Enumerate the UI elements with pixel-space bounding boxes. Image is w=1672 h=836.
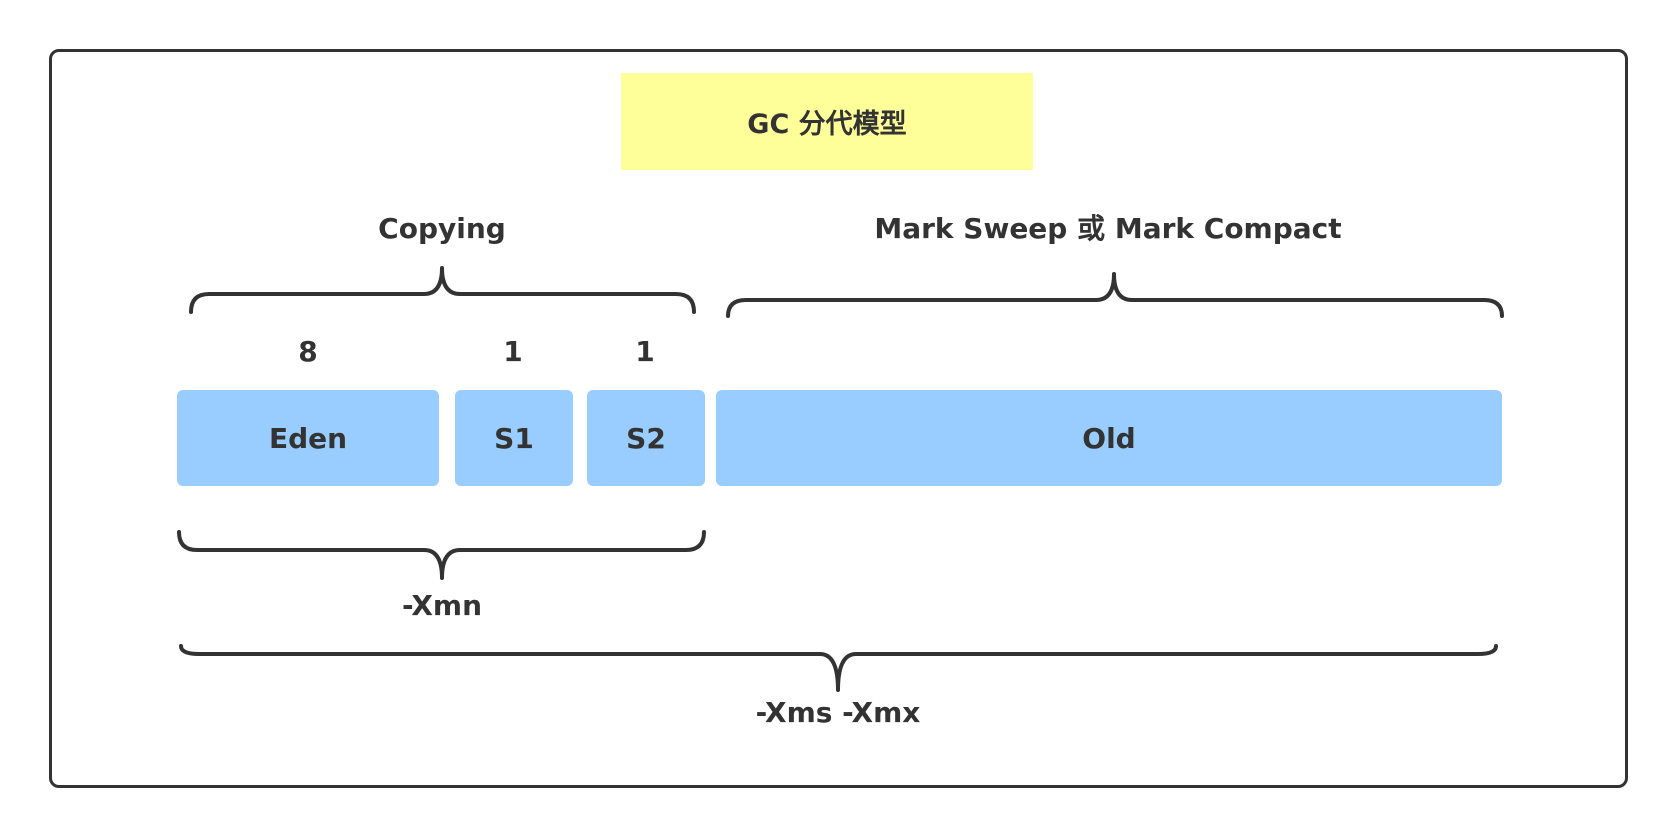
s2-ratio-label: 1 <box>635 335 655 368</box>
xms-xmx-label: -Xms -Xmx <box>755 696 921 729</box>
old-region: Old <box>716 390 1502 486</box>
mark-sweep-compact-label: Mark Sweep 或 Mark Compact <box>874 212 1342 245</box>
s1-region: S1 <box>455 390 573 486</box>
eden-ratio-label: 8 <box>298 335 318 368</box>
eden-region: Eden <box>177 390 439 486</box>
diagram-title: GC 分代模型 <box>621 73 1033 170</box>
old-region-label: Old <box>1082 421 1136 455</box>
heap-brace <box>179 644 1498 692</box>
s2-region-label: S2 <box>626 421 666 455</box>
eden-region-label: Eden <box>268 421 348 455</box>
title-text: GC 分代模型 <box>747 109 907 140</box>
s2-region: S2 <box>587 390 705 486</box>
xmn-label: -Xmn <box>401 589 483 622</box>
s1-region-label: S1 <box>494 421 534 455</box>
diagram-frame <box>49 49 1628 788</box>
copying-label: Copying <box>378 212 506 245</box>
s1-ratio-label: 1 <box>503 335 523 368</box>
xmn-brace <box>177 530 706 580</box>
mark-brace <box>726 272 1504 318</box>
copying-brace <box>189 266 696 314</box>
